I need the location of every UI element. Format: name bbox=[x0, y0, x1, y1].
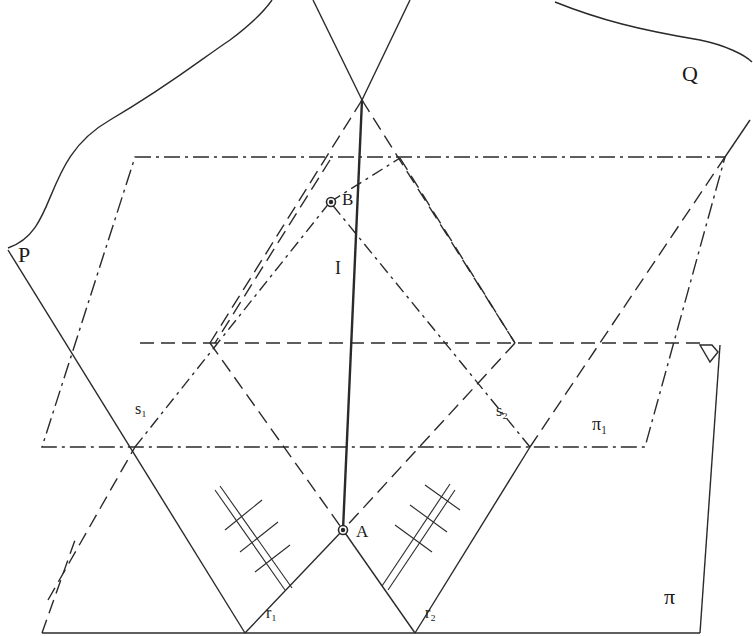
point-b bbox=[330, 201, 333, 204]
plane-pi-corner bbox=[700, 345, 718, 362]
plane-q-outline bbox=[555, 2, 752, 62]
plane-q-edge bbox=[530, 157, 725, 447]
line-name: s₁ bbox=[133, 400, 149, 418]
plane-p-hidden bbox=[210, 343, 343, 530]
plane-p-outline bbox=[8, 0, 272, 248]
line-r1 bbox=[245, 530, 343, 633]
plane-q-hidden bbox=[400, 158, 515, 343]
line-name: I bbox=[333, 258, 343, 278]
line-name: s₂ bbox=[494, 402, 510, 420]
plane-pi-edge bbox=[42, 540, 75, 633]
plane-q-edge bbox=[415, 447, 530, 633]
line-s1 bbox=[135, 202, 330, 447]
point-a bbox=[339, 526, 348, 535]
plane-q-hidden bbox=[343, 343, 515, 530]
point-a bbox=[342, 529, 345, 532]
point-b bbox=[327, 198, 336, 207]
line-i bbox=[343, 100, 362, 530]
line-name: r₂ bbox=[423, 604, 438, 622]
plane-p-trace bbox=[313, 0, 362, 100]
plane-q-trace bbox=[362, 0, 410, 100]
plane-pi-edge bbox=[700, 345, 720, 633]
plane-p-hidden bbox=[210, 100, 362, 343]
plane-p-hidden bbox=[215, 160, 330, 343]
point-name: B bbox=[340, 190, 355, 209]
plane-pi1-outline bbox=[42, 157, 725, 447]
hatching bbox=[215, 484, 460, 590]
plane-q-edge bbox=[725, 120, 750, 157]
plane-name: P bbox=[16, 243, 32, 267]
plane-name: Q bbox=[680, 62, 700, 86]
plane-pi-edge bbox=[42, 632, 700, 633]
plane-name: π₁ bbox=[590, 414, 609, 434]
plane-q-hidden bbox=[362, 100, 515, 343]
line-r2 bbox=[343, 530, 415, 633]
plane-pi-edge bbox=[140, 342, 700, 343]
plane-name: π bbox=[662, 585, 677, 609]
line-name: r₁ bbox=[264, 604, 279, 622]
line-s2 bbox=[330, 158, 400, 202]
plane-p-hidden bbox=[48, 447, 135, 600]
plane-p-edge bbox=[8, 250, 245, 633]
line-s2 bbox=[330, 202, 530, 447]
point-name: A bbox=[354, 522, 370, 541]
